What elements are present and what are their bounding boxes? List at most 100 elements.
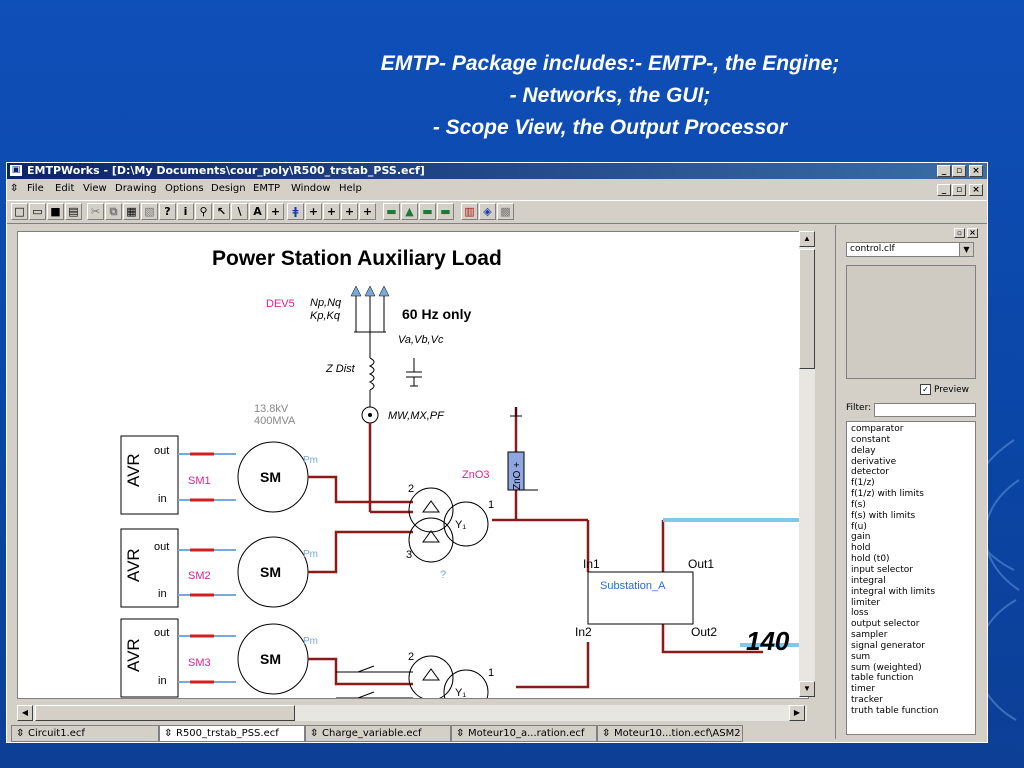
block-list-item[interactable]: f(s) with limits — [851, 510, 916, 521]
menu-help[interactable]: Help — [339, 183, 362, 194]
scroll-left-button[interactable]: ◀ — [17, 705, 33, 721]
copy-icon[interactable]: ⧉ — [105, 203, 122, 220]
transformer-2[interactable] — [408, 655, 489, 698]
branch-icon[interactable]: + — [323, 203, 340, 220]
branch3-icon[interactable]: + — [359, 203, 376, 220]
avr-3[interactable]: AVR out in — [120, 618, 179, 698]
block-list-item[interactable]: f(s) — [851, 499, 866, 510]
device-icon[interactable]: ▬ — [383, 203, 400, 220]
block-list-item[interactable]: f(1/z) with limits — [851, 489, 924, 500]
block-list-item[interactable]: constant — [851, 434, 891, 445]
menu-edit[interactable]: Edit — [55, 183, 75, 194]
close-button[interactable]: × — [969, 165, 983, 177]
block-list-item[interactable]: delay — [851, 445, 876, 456]
scope-icon[interactable]: ▥ — [461, 203, 478, 220]
block-list-item[interactable]: loss — [851, 608, 869, 619]
paste-icon[interactable]: ▦ — [123, 203, 140, 220]
sm-2[interactable]: SM Pm — [237, 536, 318, 608]
block-list-item[interactable]: sampler — [851, 630, 888, 641]
doc-minimize-button[interactable]: _ — [937, 184, 951, 196]
info-icon[interactable]: i — [177, 203, 194, 220]
tap-icon[interactable]: + — [305, 203, 322, 220]
horizontal-scroll-thumb[interactable] — [35, 705, 295, 721]
block-list-item[interactable]: input selector — [851, 564, 913, 575]
block-list-item[interactable]: tracker — [851, 695, 883, 706]
block-list-item[interactable]: sum — [851, 651, 871, 662]
maximize-button[interactable]: ▫ — [952, 165, 966, 177]
block-list-item[interactable]: f(u) — [851, 521, 867, 532]
device4-icon[interactable]: ▬ — [437, 203, 454, 220]
sm-3[interactable]: SM Pm — [237, 623, 318, 695]
block-list-item[interactable]: derivative — [851, 456, 897, 467]
block-list-item[interactable]: comparator — [851, 424, 904, 434]
transformer-1[interactable] — [408, 487, 489, 563]
tab-charge-variable[interactable]: ⇳Charge_variable.ecf — [305, 725, 451, 742]
device2-icon[interactable]: ▲ — [401, 203, 418, 220]
sm-1[interactable]: SM Pm — [237, 441, 318, 513]
panel-close-button[interactable]: × — [967, 228, 978, 238]
library-select[interactable]: control.clf ▼ — [846, 242, 974, 257]
block-list-item[interactable]: output selector — [851, 619, 920, 630]
filter-input[interactable] — [874, 403, 976, 417]
panel-float-button[interactable]: ▫ — [954, 228, 965, 238]
print-icon[interactable]: ▤ — [65, 203, 82, 220]
help-icon[interactable]: ? — [159, 203, 176, 220]
menu-design[interactable]: Design — [211, 183, 246, 194]
block-list-item[interactable]: limiter — [851, 597, 881, 608]
preview-checkbox[interactable]: ✓ — [920, 384, 931, 395]
cut-icon[interactable]: ✂ — [87, 203, 104, 220]
vertical-scrollbar[interactable]: ▲ ▼ — [799, 231, 815, 697]
tab-circuit1[interactable]: ⇳Circuit1.ecf — [11, 725, 159, 742]
menu-window[interactable]: Window — [291, 183, 331, 194]
drawing-canvas[interactable]: Power Station Auxiliary Load DEV5 Np,Nq … — [17, 231, 809, 699]
doc-restore-button[interactable]: ▫ — [952, 184, 966, 196]
horizontal-scrollbar[interactable]: ◀ ▶ — [17, 705, 807, 721]
wire-icon[interactable]: \ — [231, 203, 248, 220]
block-list-item[interactable]: integral with limits — [851, 586, 936, 597]
zno-arrester[interactable]: ZnO + — [507, 407, 538, 491]
tab-moteur10-a[interactable]: ⇳Moteur10_a...ration.ecf — [451, 725, 597, 742]
menu-options[interactable]: Options — [165, 183, 204, 194]
avr-1[interactable]: AVR out in — [120, 435, 179, 515]
menu-view[interactable]: View — [83, 183, 107, 194]
clear-icon[interactable]: ▧ — [141, 203, 158, 220]
block-list-item[interactable]: f(1/z) — [851, 478, 875, 489]
scroll-up-button[interactable]: ▲ — [799, 231, 815, 247]
block-list-item[interactable]: hold (t0) — [851, 554, 890, 565]
scroll-right-button[interactable]: ▶ — [789, 705, 805, 721]
net-icon[interactable]: ◈ — [479, 203, 496, 220]
substation-block[interactable]: Substation_A — [587, 571, 694, 625]
tab-r500[interactable]: ⇳R500_trstab_PSS.ecf — [159, 725, 305, 742]
avr-2[interactable]: AVR out in — [120, 528, 179, 608]
preview-toggle[interactable]: ✓Preview — [920, 384, 990, 396]
doc-menu-icon[interactable]: ⇳ — [10, 183, 19, 194]
run-icon[interactable]: ▩ — [497, 203, 514, 220]
block-list-item[interactable]: sum (weighted) — [851, 662, 922, 673]
zoom-icon[interactable]: ⚲ — [195, 203, 212, 220]
block-list-item[interactable]: table function — [851, 673, 914, 684]
vertical-scroll-thumb[interactable] — [799, 249, 815, 369]
scroll-down-button[interactable]: ▼ — [799, 681, 815, 697]
bus-icon[interactable]: ǂ — [287, 203, 304, 220]
block-list-item[interactable]: signal generator — [851, 640, 925, 651]
tab-moteur10-asm2[interactable]: ⇳Moteur10...tion.ecf\ASM2 — [597, 725, 743, 742]
block-list-item[interactable]: detector — [851, 467, 889, 478]
menu-file[interactable]: File — [27, 183, 44, 194]
doc-close-button[interactable]: × — [969, 184, 983, 196]
branch2-icon[interactable]: + — [341, 203, 358, 220]
block-list-item[interactable]: timer — [851, 684, 876, 695]
block-list-item[interactable]: gain — [851, 532, 871, 543]
pointer-icon[interactable]: ↖ — [213, 203, 230, 220]
device3-icon[interactable]: ▬ — [419, 203, 436, 220]
block-list-item[interactable]: truth table function — [851, 705, 939, 716]
open-folder-icon[interactable]: ▭ — [29, 203, 46, 220]
menu-emtp[interactable]: EMTP — [253, 183, 281, 194]
new-file-icon[interactable]: □ — [11, 203, 28, 220]
menu-drawing[interactable]: Drawing — [115, 183, 157, 194]
text-icon[interactable]: A — [249, 203, 266, 220]
block-list-item[interactable]: integral — [851, 575, 886, 586]
block-list-item[interactable]: hold — [851, 543, 871, 554]
save-icon[interactable]: ■ — [47, 203, 64, 220]
connector-icon[interactable]: + — [267, 203, 284, 220]
